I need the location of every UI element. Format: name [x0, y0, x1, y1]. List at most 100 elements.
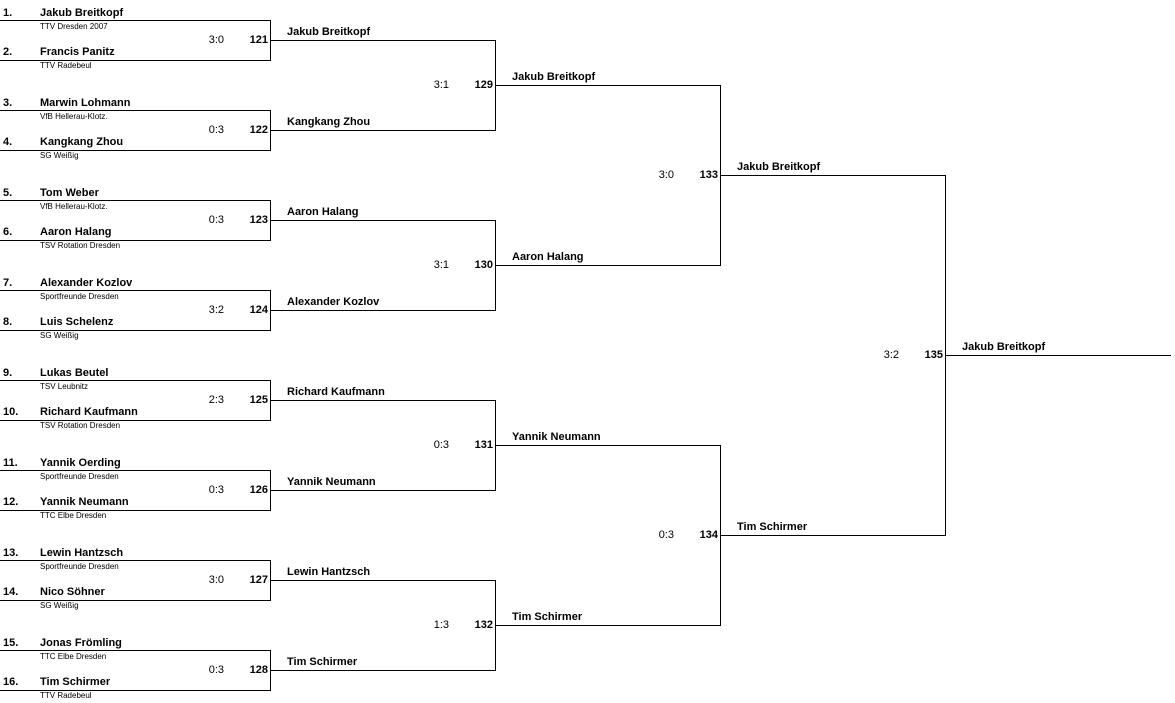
player-name: Luis Schelenz [40, 316, 114, 328]
bracket-line [0, 650, 270, 651]
winner-line [270, 670, 495, 671]
match-score: 0:3 [433, 439, 449, 451]
player-club: SG Weißig [40, 331, 79, 340]
winner-line [495, 445, 720, 446]
seed-number: 6. [3, 226, 13, 238]
match-score: 1:3 [433, 619, 449, 631]
bracket-line [0, 560, 270, 561]
player-name: Jonas Frömling [40, 637, 122, 649]
winner-name: Alexander Kozlov [287, 296, 380, 308]
bracket-line [0, 20, 270, 21]
match-number: 122 [249, 124, 268, 136]
winner-name: Jakub Breitkopf [737, 161, 821, 173]
seed-number: 14. [3, 586, 19, 598]
player-club: Sportfreunde Dresden [40, 562, 119, 571]
winner-line [495, 625, 720, 626]
player-name: Jakub Breitkopf [40, 7, 124, 19]
match-score: 0:3 [208, 124, 224, 136]
player-club: VfB Hellerau-Klotz. [40, 112, 108, 121]
seed-number: 9. [3, 367, 13, 379]
winner-line [270, 130, 495, 131]
player-club: TTV Radebeul [40, 691, 92, 700]
winner-line [270, 580, 495, 581]
match-score: 0:3 [658, 529, 674, 541]
winner-name: Aaron Halang [512, 251, 584, 263]
match-score: 3:1 [433, 259, 449, 271]
bracket-line [0, 690, 270, 691]
match-number: 123 [249, 214, 268, 226]
winner-line [270, 310, 495, 311]
match-number: 126 [249, 484, 268, 496]
player-name: Yannik Oerding [40, 457, 121, 469]
seed-number: 16. [3, 676, 19, 688]
winner-name: Jakub Breitkopf [512, 71, 596, 83]
player-club: SG Weißig [40, 151, 79, 160]
match-number: 124 [249, 304, 268, 316]
player-club: TTC Elbe Dresden [40, 511, 107, 520]
winner-name: Yannik Neumann [512, 431, 601, 443]
bracket-line [0, 60, 270, 61]
player-club: TSV Rotation Dresden [40, 421, 121, 430]
winner-name: Jakub Breitkopf [287, 26, 371, 38]
winner-line [720, 175, 945, 176]
seed-number: 2. [3, 46, 13, 58]
bracket-line [0, 600, 270, 601]
player-club: Sportfreunde Dresden [40, 292, 119, 301]
player-name: Richard Kaufmann [40, 406, 138, 418]
player-name: Nico Söhner [40, 586, 105, 598]
match-number: 125 [249, 394, 268, 406]
player-name: Lewin Hantzsch [40, 547, 124, 559]
player-club: VfB Hellerau-Klotz. [40, 202, 108, 211]
match-score: 2:3 [208, 394, 224, 406]
seed-number: 1. [3, 7, 13, 19]
bracket-line [0, 470, 270, 471]
match-number: 121 [249, 34, 268, 46]
seed-number: 4. [3, 136, 13, 148]
match-score: 0:3 [208, 664, 224, 676]
player-name: Tim Schirmer [40, 676, 111, 688]
winner-name: Lewin Hantzsch [287, 566, 371, 578]
bracket-line [0, 290, 270, 291]
match-score: 3:2 [883, 349, 899, 361]
bracket-line [0, 240, 270, 241]
player-club: TSV Leubnitz [40, 382, 89, 391]
match-number: 128 [249, 664, 268, 676]
match-score: 0:3 [208, 484, 224, 496]
bracket-line [0, 380, 270, 381]
winner-line [270, 40, 495, 41]
seed-number: 10. [3, 406, 19, 418]
bracket-line [0, 330, 270, 331]
match-number: 127 [249, 574, 268, 586]
player-club: Sportfreunde Dresden [40, 472, 119, 481]
seed-number: 13. [3, 547, 19, 559]
winner-name: Yannik Neumann [287, 476, 376, 488]
match-score: 3:1 [433, 79, 449, 91]
winner-name: Tim Schirmer [737, 521, 808, 533]
winner-line [495, 265, 720, 266]
player-club: SG Weißig [40, 601, 79, 610]
player-name: Francis Panitz [40, 46, 115, 58]
bracket-line [0, 420, 270, 421]
winner-line [495, 85, 720, 86]
bracket-line [0, 150, 270, 151]
player-club: TTC Elbe Dresden [40, 652, 107, 661]
match-score: 3:0 [208, 574, 224, 586]
seed-number: 11. [3, 457, 18, 469]
player-name: Alexander Kozlov [40, 277, 133, 289]
match-number: 131 [474, 439, 493, 451]
player-club: TSV Rotation Dresden [40, 241, 121, 250]
player-name: Yannik Neumann [40, 496, 129, 508]
match-number: 130 [474, 259, 493, 271]
seed-number: 12. [3, 496, 19, 508]
bracket-line [0, 110, 270, 111]
bracket-line [0, 200, 270, 201]
winner-line [720, 535, 945, 536]
seed-number: 5. [3, 187, 13, 199]
seed-number: 3. [3, 97, 13, 109]
winner-line [270, 220, 495, 221]
player-name: Marwin Lohmann [40, 97, 131, 109]
player-name: Aaron Halang [40, 226, 112, 238]
player-name: Lukas Beutel [40, 367, 109, 379]
winner-line [270, 400, 495, 401]
